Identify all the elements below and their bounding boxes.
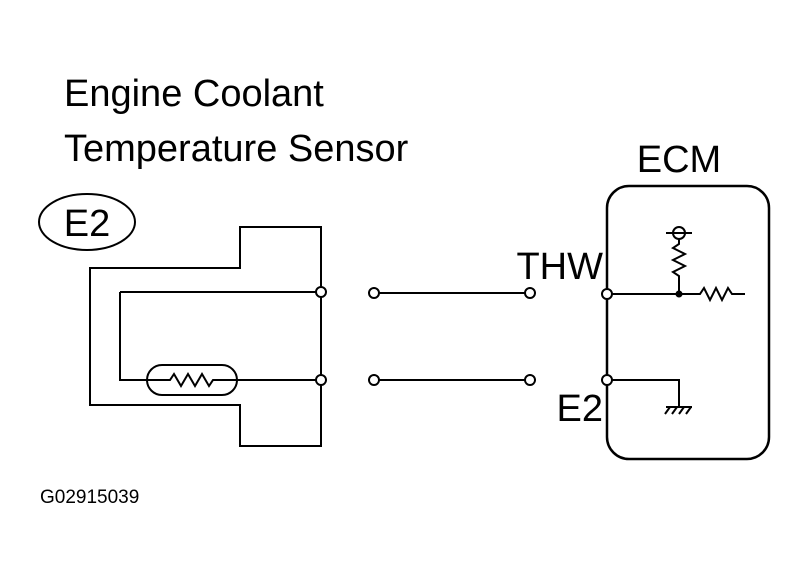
ecm-pin-thw <box>601 288 613 300</box>
ecm-terminal-e2-label: E2 <box>557 388 603 430</box>
ground-icon <box>664 406 692 415</box>
supply-terminal-icon <box>666 226 692 240</box>
harness-pin-thw-left <box>368 287 380 299</box>
sensor-title-line1: Engine Coolant <box>64 73 324 115</box>
ground-hatch <box>664 406 692 415</box>
badge-label: E2 <box>64 203 110 245</box>
figure-code: G02915039 <box>40 487 139 508</box>
ecm-box <box>605 184 771 461</box>
sensor-title-line2: Temperature Sensor <box>64 128 409 170</box>
sensor-terminal-badge: E2 <box>38 193 136 251</box>
sensor-housing <box>89 226 322 447</box>
harness-pin-thw-right <box>524 287 536 299</box>
sensor-internal-wire-left <box>119 292 147 381</box>
harness-pin-e2-right <box>524 374 536 386</box>
ecm-terminal-thw-label: THW <box>516 246 603 288</box>
sensor-pin-thw <box>315 286 327 298</box>
thermistor-icon <box>146 364 238 396</box>
ecm-internal-e2-wire <box>612 379 680 407</box>
sensor-pin-e2 <box>315 374 327 386</box>
ecm-label: ECM <box>637 139 721 181</box>
ecm-pullup-resistor <box>670 239 688 294</box>
thermistor-resistor-zigzag <box>147 372 237 388</box>
badge-oval <box>38 193 136 251</box>
ecm-input-resistor <box>679 285 745 303</box>
ecm-pin-e2 <box>601 374 613 386</box>
harness-pin-e2-left <box>368 374 380 386</box>
